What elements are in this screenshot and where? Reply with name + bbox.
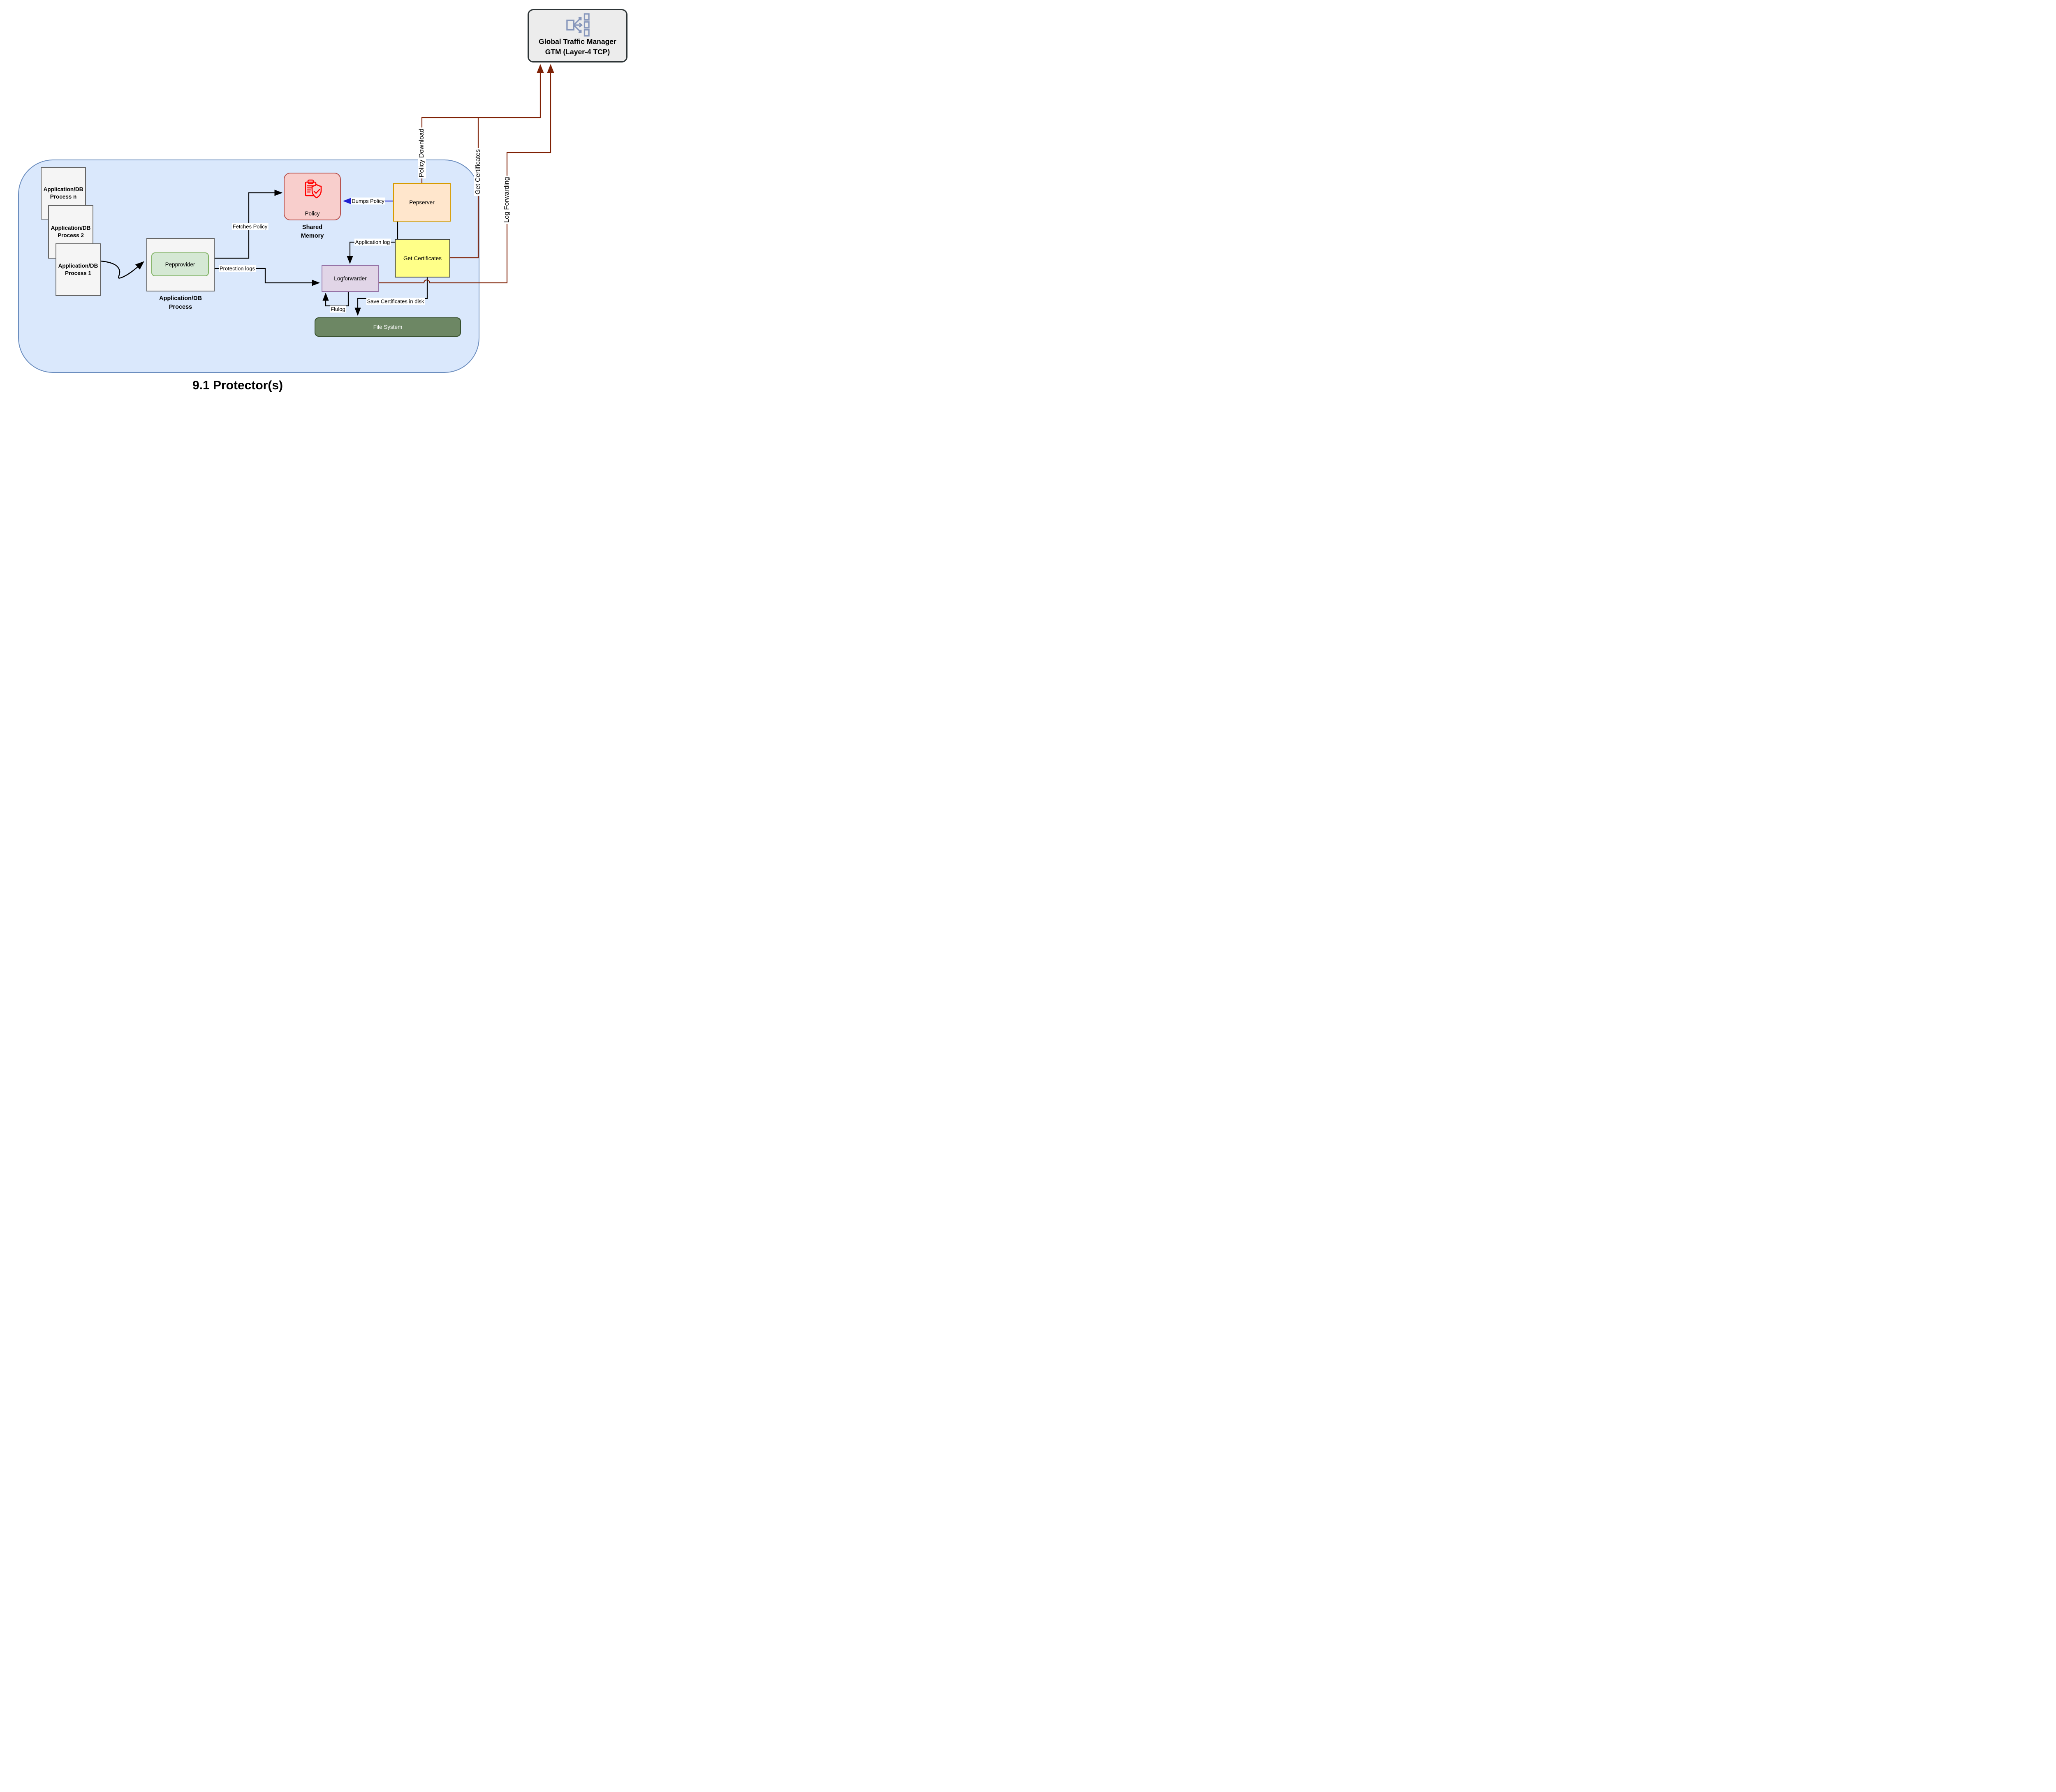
pepserver-node: Pepserver (393, 183, 451, 222)
diagram-canvas: Global Traffic Manager GTM (Layer-4 TCP)… (0, 0, 636, 412)
gtm-label-line1: Global Traffic Manager (539, 37, 616, 46)
edge-process1-to-appprocess (100, 260, 144, 279)
pepprovider-node: Pepprovider (151, 252, 209, 276)
shared-memory-caption-line2: Memory (301, 233, 324, 239)
dumps-policy-label: Dumps Policy (351, 197, 385, 205)
flulog-label: Flulog (330, 305, 346, 313)
policy-label: Policy (305, 210, 320, 217)
get-certificates-node: Get Certificates (395, 239, 450, 277)
fetches-policy-label: Fetches Policy (232, 223, 269, 230)
app-process-caption-line1: Application/DB (159, 295, 202, 302)
app-process-caption-line2: Process (169, 304, 192, 310)
get-certificates-label: Get Certificates (403, 255, 442, 261)
pepprovider-label: Pepprovider (165, 261, 195, 268)
diagram-title: 9.1 Protector(s) (192, 379, 283, 392)
gtm-node: Global Traffic Manager GTM (Layer-4 TCP) (528, 9, 627, 62)
policy-download-label: Policy Download (418, 127, 426, 179)
file-system-node: File System (315, 317, 461, 337)
shared-memory-caption-line1: Shared (302, 224, 323, 231)
file-system-label: File System (373, 324, 403, 330)
application-log-label: Application log (354, 238, 391, 246)
process-2-label-line2: Process 2 (58, 232, 84, 238)
process-n-label-line2: Process n (50, 194, 77, 200)
process-2-label-line1: Application/DB (51, 225, 91, 231)
logforwarder-label: Logforwarder (334, 275, 367, 282)
process-n-label-line1: Application/DB (43, 186, 83, 192)
policy-node: Policy (284, 173, 341, 220)
app-process-caption: Application/DB Process (146, 294, 215, 312)
save-certificates-label: Save Certificates in disk (366, 298, 425, 305)
process-1-node: Application/DB Process 1 (56, 243, 101, 296)
log-forwarding-label: Log Forwarding (503, 176, 511, 224)
pepserver-label: Pepserver (409, 199, 435, 206)
logforwarder-node: Logforwarder (322, 265, 379, 292)
edge-log-forwarding (379, 64, 554, 284)
gtm-label-line2: GTM (Layer-4 TCP) (545, 48, 610, 56)
process-1-label-line1: Application/DB (58, 263, 98, 269)
edge-flulog (322, 292, 349, 307)
process-1-label-line2: Process 1 (65, 270, 91, 276)
clipboard-shield-check-icon (305, 179, 322, 199)
protection-logs-label: Protection logs (219, 265, 256, 272)
shared-memory-caption: Shared Memory (284, 223, 341, 240)
load-balancer-icon (566, 13, 590, 37)
get-certificates-edge-label: Get Certificates (474, 148, 482, 196)
